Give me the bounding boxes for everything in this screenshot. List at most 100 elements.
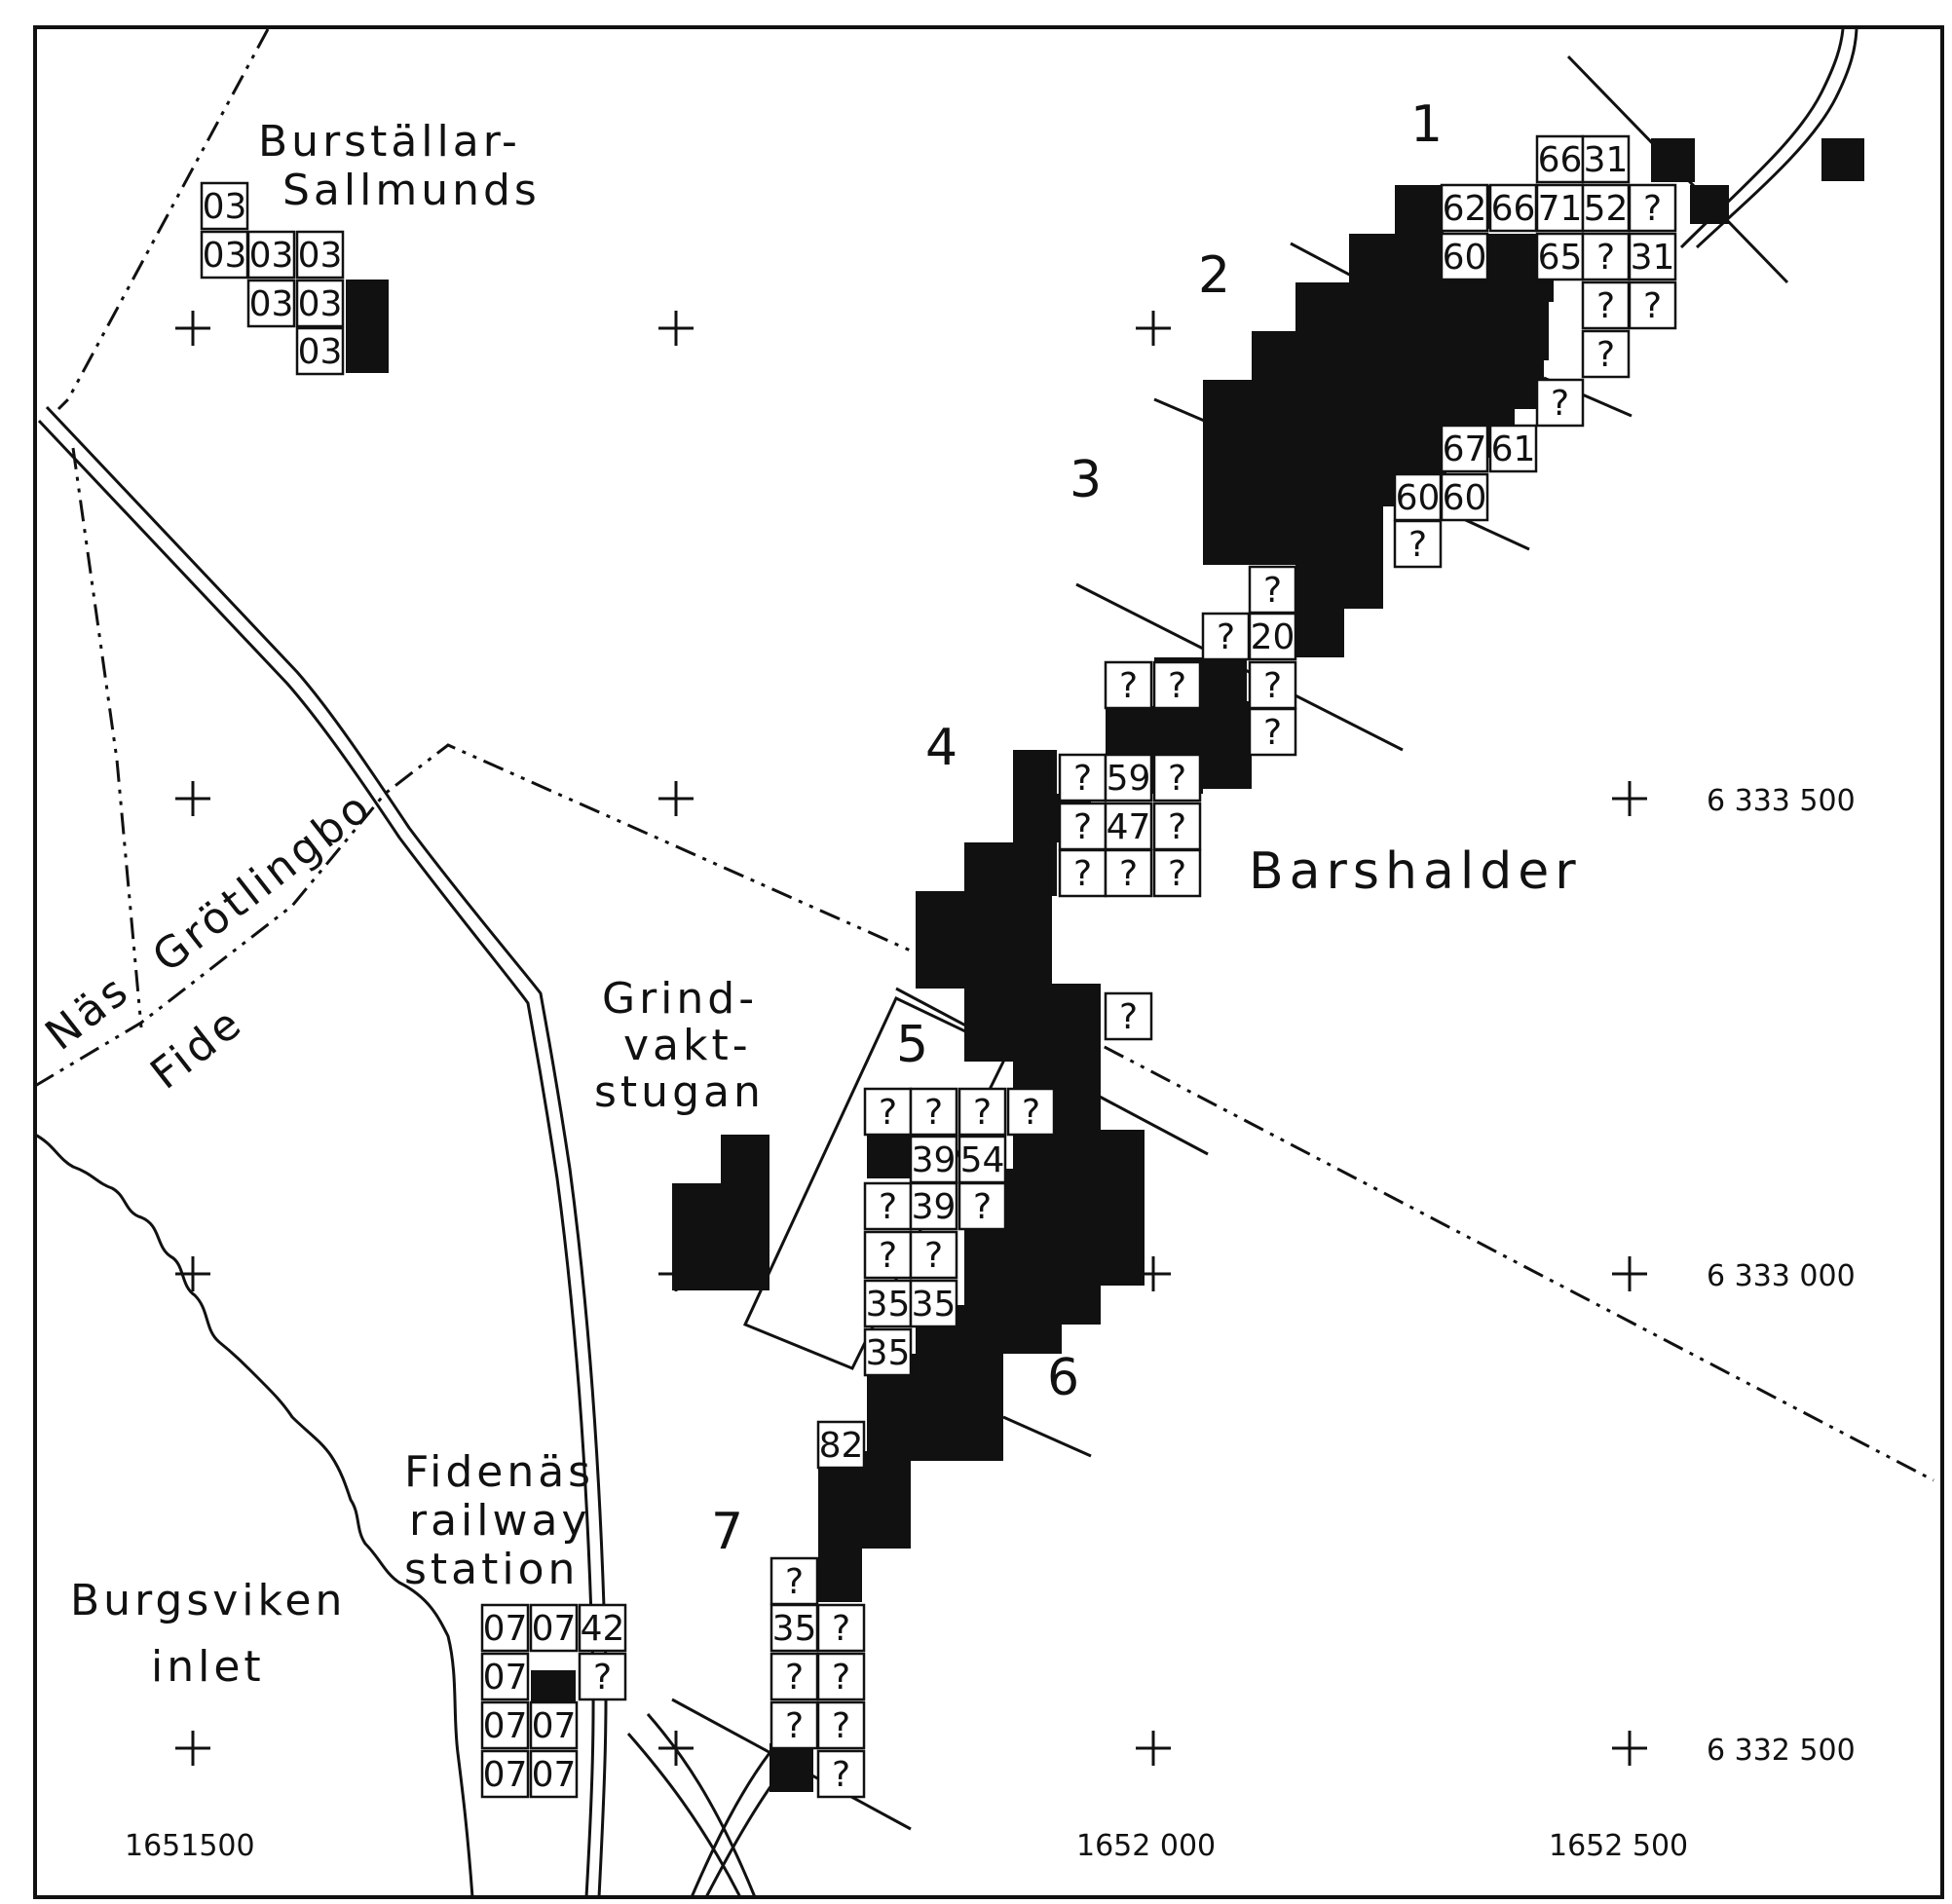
- grave-number: ?: [1596, 286, 1615, 326]
- grave-number: 35: [912, 1285, 957, 1325]
- grave-number: 60: [1396, 478, 1441, 518]
- grave-cell: ?: [770, 1700, 819, 1750]
- place-grind-1: Grind-: [602, 974, 758, 1024]
- easting-2: 1652 000: [1076, 1829, 1216, 1863]
- grave-cell: ?: [1104, 991, 1153, 1041]
- sector-3: 3: [1070, 451, 1102, 509]
- place-burstallar-2: Sallmunds: [282, 166, 541, 215]
- grave-cell: ?: [1248, 660, 1297, 710]
- grave-number: 03: [203, 236, 247, 276]
- grave-number: 07: [483, 1755, 528, 1795]
- excavated-cell: [1690, 185, 1729, 224]
- grave-cell: ?: [1058, 802, 1107, 851]
- road-south: [626, 1713, 786, 1898]
- excavated-cell: [770, 1743, 813, 1792]
- grave-cell: ?: [863, 1181, 913, 1231]
- sector-5: 5: [896, 1016, 928, 1074]
- grave-cell: 62: [1440, 183, 1489, 233]
- grave-cell: ?: [816, 1652, 866, 1701]
- grave-cell: 35: [863, 1279, 913, 1328]
- grave-cell: 03: [295, 326, 345, 376]
- grave-number: ?: [1022, 1093, 1040, 1133]
- grave-number: 35: [866, 1285, 911, 1325]
- grave-number: ?: [1119, 666, 1138, 706]
- place-grind-3: stugan: [594, 1067, 765, 1117]
- northing-1: 6 333 500: [1707, 784, 1856, 818]
- road-ne-a: [1695, 28, 1858, 249]
- grave-cell: ?: [909, 1230, 958, 1280]
- grave-cell: 61: [1488, 424, 1538, 473]
- grave-number: 07: [483, 1706, 528, 1746]
- excavated-cell: [1203, 701, 1252, 789]
- grave-cell: ?: [1248, 707, 1297, 757]
- grave-number: ?: [1073, 854, 1092, 894]
- parish-fide: Fide: [141, 997, 252, 1100]
- grave-number: 60: [1443, 478, 1487, 518]
- grave-number: 03: [203, 187, 247, 227]
- grave-number: 31: [1584, 140, 1629, 180]
- grave-number: ?: [1263, 713, 1282, 753]
- grave-cell: ?: [1581, 280, 1631, 330]
- grave-cell: 35: [770, 1603, 819, 1653]
- grave-cell: ?: [1581, 232, 1631, 281]
- grave-cell: 31: [1628, 232, 1677, 281]
- grave-cell: ?: [1535, 378, 1585, 428]
- grave-cell: 03: [295, 279, 345, 328]
- grave-number: ?: [832, 1658, 850, 1698]
- grave-number: 59: [1107, 759, 1151, 799]
- grave-cell: 07: [480, 1603, 530, 1653]
- grave-number: 71: [1538, 189, 1583, 229]
- excavated-cell: [867, 1130, 911, 1178]
- place-burgsviken-2: inlet: [151, 1642, 265, 1692]
- grave-number: ?: [1119, 854, 1138, 894]
- grave-cell: 03: [246, 230, 296, 280]
- grave-number: 07: [483, 1658, 528, 1698]
- parish-grotlingbo: Grötlingbo: [143, 781, 382, 983]
- grave-cell: ?: [1201, 612, 1251, 661]
- grave-cell: 52: [1581, 183, 1631, 233]
- grave-cell: 35: [909, 1279, 958, 1328]
- grave-number: 07: [483, 1609, 528, 1649]
- grave-number: ?: [879, 1187, 897, 1227]
- grave-number: ?: [924, 1093, 943, 1133]
- grave-number: ?: [1073, 759, 1092, 799]
- place-fidenas-3: station: [404, 1545, 579, 1594]
- grave-number: ?: [1263, 571, 1282, 611]
- northing-2: 6 333 000: [1707, 1259, 1856, 1293]
- grave-number: ?: [1596, 238, 1615, 278]
- grave-number: 60: [1443, 238, 1487, 278]
- grave-number: ?: [1217, 617, 1235, 657]
- grave-cell: 39: [909, 1135, 958, 1184]
- excavated-cell: [1395, 185, 1444, 234]
- grave-cell: ?: [1628, 183, 1677, 233]
- place-grind-2: vakt-: [623, 1021, 752, 1070]
- parish-nas: Näs: [36, 964, 139, 1061]
- grave-number: ?: [832, 1706, 850, 1746]
- grave-number: 61: [1491, 429, 1536, 469]
- grave-cell: 66: [1535, 134, 1585, 184]
- grave-cell: 54: [957, 1135, 1007, 1184]
- grave-cell: ?: [1248, 565, 1297, 615]
- grave-number: 66: [1491, 189, 1536, 229]
- place-burstallar-1: Burställar-: [258, 117, 521, 167]
- grave-number: ?: [832, 1755, 850, 1795]
- grave-number: 47: [1107, 807, 1151, 847]
- excavated-cell: [964, 842, 1057, 896]
- grave-cell: ?: [1006, 1087, 1056, 1137]
- excavated-cell: [672, 1237, 770, 1290]
- excavated-cell: [1651, 138, 1695, 182]
- grave-number: ?: [785, 1562, 804, 1602]
- excavated-cell: [1821, 138, 1864, 181]
- grave-cell: 03: [200, 181, 249, 231]
- grave-cell: 66: [1488, 183, 1538, 233]
- grave-number: ?: [1263, 666, 1282, 706]
- grave-number: 03: [249, 236, 294, 276]
- excavated-cell: [1295, 584, 1344, 657]
- grave-cell: 07: [529, 1749, 579, 1799]
- coastline: [34, 1133, 474, 1898]
- grave-cell: 60: [1440, 232, 1489, 281]
- grave-cell: 65: [1535, 232, 1585, 281]
- grave-cell: ?: [1058, 753, 1107, 803]
- grave-cell: ?: [816, 1700, 866, 1750]
- grave-number: 35: [772, 1609, 817, 1649]
